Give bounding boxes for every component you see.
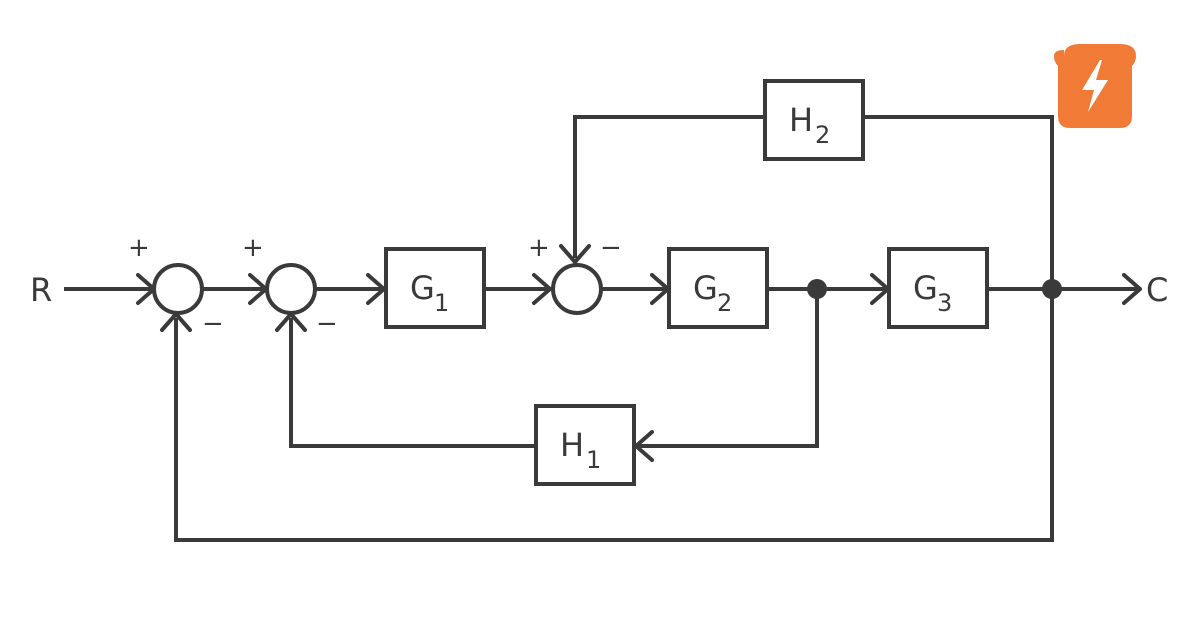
summing-junction-1 — [152, 263, 204, 315]
block-h2-label: H — [789, 101, 813, 139]
arrow-g1-sum3 — [532, 273, 552, 305]
block-g1-label: G — [410, 269, 435, 307]
arrow-output — [1122, 273, 1142, 305]
arrow-h2-sum3 — [559, 244, 591, 264]
block-h2: H 2 — [763, 79, 865, 161]
summing-junction-2 — [265, 263, 317, 315]
sign-sum2-feedback: − — [316, 309, 338, 339]
line-h2-to-sum3 — [573, 115, 766, 258]
block-g3-subscript: 3 — [937, 289, 952, 317]
block-g3: G 3 — [887, 247, 989, 329]
sign-sum1-input: + — [128, 233, 150, 263]
lightning-bolt-icon — [1054, 44, 1136, 128]
sign-sum2-input: + — [242, 233, 264, 263]
block-g1-subscript: 1 — [434, 289, 449, 317]
block-h1: H 1 — [534, 404, 636, 486]
pickoff-node-1 — [807, 279, 827, 299]
block-g2: G 2 — [667, 247, 769, 329]
block-h2-subscript: 2 — [815, 121, 830, 149]
sign-sum3-input: + — [528, 233, 550, 263]
line-node1-to-h1 — [638, 287, 819, 448]
block-g2-subscript: 2 — [717, 289, 732, 317]
line-outer-feedback — [174, 287, 1054, 542]
output-label: C — [1146, 271, 1168, 309]
sign-sum1-feedback: − — [202, 309, 224, 339]
line-node2-to-h2 — [862, 115, 1054, 291]
sign-sum3-feedback: − — [600, 233, 622, 263]
block-h1-subscript: 1 — [586, 446, 601, 474]
block-h1-label: H — [560, 426, 584, 464]
line-h1-to-sum2 — [289, 318, 538, 448]
input-label: R — [30, 271, 52, 309]
block-g1: G 1 — [384, 247, 486, 329]
block-g3-label: G — [913, 269, 938, 307]
pickoff-node-2 — [1042, 279, 1062, 299]
block-g2-label: G — [693, 269, 718, 307]
summing-junction-3 — [551, 263, 603, 315]
